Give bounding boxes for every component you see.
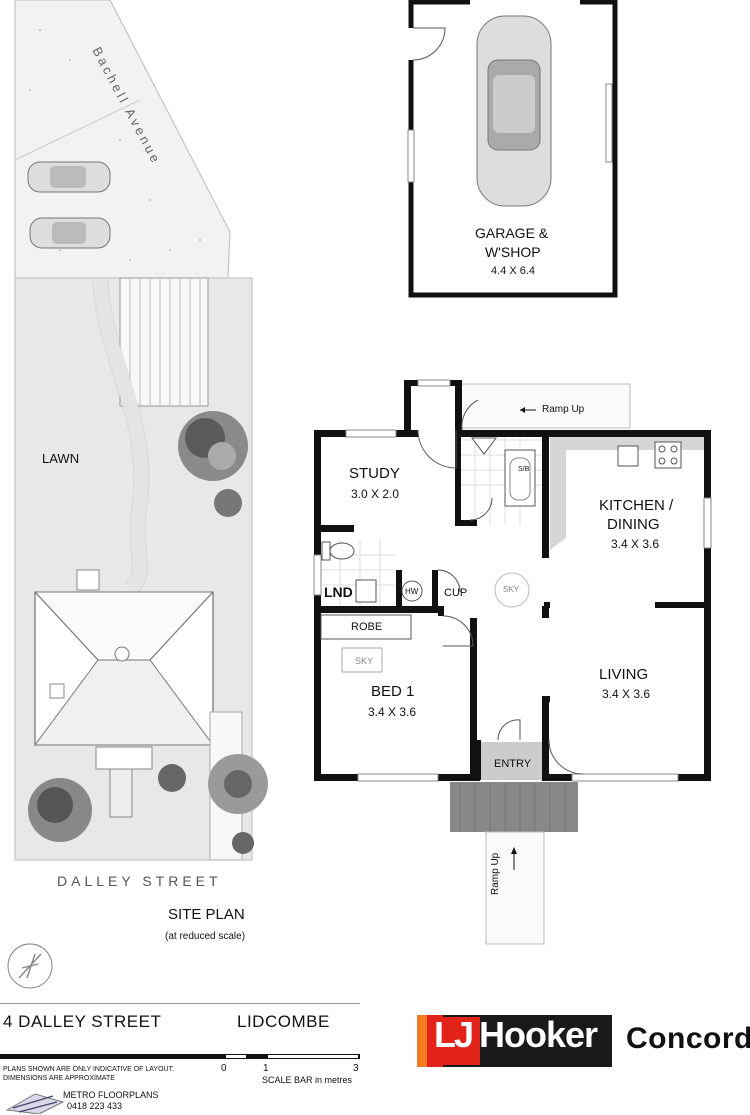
garden-path: [93, 279, 149, 595]
street-bottom-label: DALLEY STREET: [57, 873, 222, 889]
shrub: [232, 832, 254, 854]
windows: [313, 379, 712, 782]
sky-label-bed: SKY: [355, 656, 374, 666]
garage-door-opening: [470, 0, 580, 5]
kitchen-name-2: DINING: [607, 516, 660, 533]
hw-label: HW: [405, 587, 419, 596]
cooktop-icon: [654, 441, 682, 469]
ground-texture: [29, 29, 201, 261]
deck-boards: [129, 278, 201, 406]
toilet-icon: [321, 541, 355, 561]
sky-label-hall: SKY: [503, 585, 520, 594]
car-icon: [476, 15, 552, 207]
shrub: [158, 764, 186, 792]
footer-divider: [0, 1003, 360, 1004]
robe-cabinet: [320, 614, 412, 640]
parked-car: [27, 161, 111, 193]
sb-label: S/B: [518, 466, 530, 473]
shrub: [214, 489, 242, 517]
disclaimer-2: DIMENSIONS ARE APPROXIMATE: [3, 1075, 115, 1082]
front-grounds: [14, 0, 231, 279]
site-plan: Bachell Avenue: [8, 0, 268, 960]
entry-floor: [481, 742, 542, 780]
tree: [178, 411, 248, 481]
garage-window: [605, 83, 613, 163]
tree: [28, 778, 92, 842]
brand-lj: LJ: [434, 1014, 474, 1055]
lawn-label: LAWN: [42, 451, 80, 466]
study-name: STUDY: [349, 465, 400, 482]
disclaimer-1: PLANS SHOWN ARE ONLY INDICATIVE OF LAYOU…: [3, 1066, 175, 1073]
scale-zero: 0: [221, 1063, 227, 1074]
garden-path-edge: [92, 279, 150, 596]
cup-label: CUP: [444, 587, 468, 599]
bed1-name: BED 1: [371, 683, 415, 700]
kitchen-bench: [550, 436, 708, 550]
site-plan-subtitle: (at reduced scale): [165, 931, 246, 942]
garage-window: [407, 129, 415, 183]
suburb: LIDCOMBE: [237, 1012, 330, 1031]
skylight-hall: [494, 572, 530, 608]
living-size: 3.4 X 3.6: [602, 687, 651, 701]
garage-size: 4.4 X 6.4: [491, 265, 536, 277]
garage-plan: [407, 0, 618, 298]
entry-label: ENTRY: [494, 758, 532, 770]
roof-vent: [114, 646, 130, 662]
compass: [7, 943, 53, 989]
scale-three: 3: [353, 1063, 359, 1074]
kitchen-name-1: KITCHEN /: [599, 497, 674, 514]
bed1-size: 3.4 X 3.6: [368, 705, 417, 719]
brand-office: Concord: [626, 1022, 750, 1055]
laundry-tub-icon: [355, 579, 377, 603]
metro-name: METRO FLOORPLANS: [63, 1090, 159, 1100]
column: [544, 696, 550, 702]
hot-water-icon: [401, 580, 423, 602]
garage-name-2: W'SHOP: [485, 244, 541, 260]
site-plan-title: SITE PLAN: [168, 906, 245, 923]
parked-car: [29, 217, 111, 249]
garage-door-swing: [412, 27, 446, 61]
metro-phone: 0418 223 433: [67, 1101, 123, 1111]
scale-caption: SCALE BAR in metres: [262, 1075, 353, 1085]
driveway-edge: [14, 99, 141, 161]
robe-label: ROBE: [351, 621, 383, 633]
garage-side-door: [408, 28, 416, 60]
rear-ramp: [459, 383, 631, 429]
living-name: LIVING: [599, 666, 649, 683]
lnd-label: LND: [324, 584, 353, 600]
ramp-label-bottom: Ramp Up: [490, 852, 501, 895]
entry-porch: [95, 746, 153, 770]
kitchen-size: 3.4 X 3.6: [611, 537, 660, 551]
basin-icon: [471, 437, 497, 455]
column: [544, 602, 550, 608]
ramp-label-top: Ramp Up: [542, 404, 585, 415]
garage-name-1: GARAGE &: [475, 225, 549, 241]
address: 4 DALLEY STREET: [3, 1012, 162, 1031]
metro-floorplans-logo: [5, 1093, 65, 1114]
scale-one: 1: [263, 1063, 269, 1074]
front-deck: [450, 782, 578, 832]
scale-bar: [0, 1054, 360, 1059]
study-size: 3.0 X 2.0: [351, 487, 400, 501]
deck: [119, 277, 209, 407]
palm-tree: [208, 754, 268, 814]
sink-icon: [617, 445, 639, 467]
door-swings: [417, 399, 584, 775]
deck-boards: [459, 782, 566, 832]
front-ramp: [109, 768, 133, 818]
chimney-step: [76, 569, 100, 591]
floor-plan: [313, 379, 712, 945]
lj-hooker-logo: [417, 1015, 612, 1067]
skylight-bed: [341, 647, 383, 673]
skylight: [49, 683, 65, 699]
brand-hooker: Hooker: [479, 1014, 598, 1055]
